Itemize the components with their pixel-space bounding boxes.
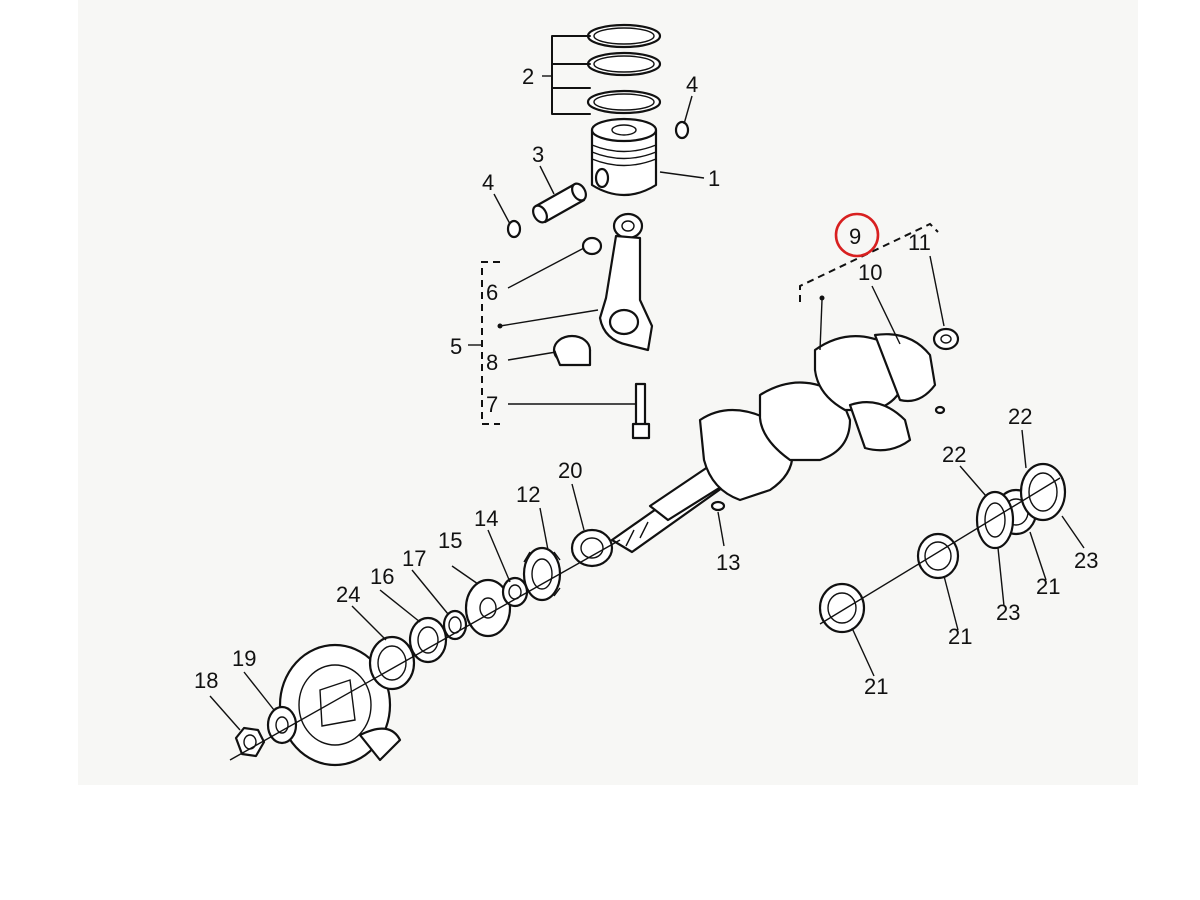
callout-5: 5: [450, 334, 462, 359]
thrust-washer-pair: [975, 462, 1067, 550]
callout-15: 15: [438, 528, 462, 553]
ring-bracket: [551, 35, 591, 115]
o-ring: [442, 609, 468, 641]
rod-assembly-bracket: [481, 261, 500, 425]
leader-lines: [209, 75, 1085, 731]
callout-7: 7: [486, 392, 498, 417]
callout-8: 8: [486, 350, 498, 375]
callout-10: 10: [858, 260, 882, 285]
callout-22b: 22: [942, 442, 966, 467]
callout-17: 17: [402, 546, 426, 571]
highlight-circle: [834, 212, 880, 258]
pulley: [278, 643, 402, 767]
callout-20: 20: [558, 458, 582, 483]
oil-seal: [408, 616, 448, 664]
thrust-washer: [464, 578, 512, 638]
connecting-rod: [581, 212, 654, 352]
callout-4a: 4: [686, 72, 698, 97]
collar: [501, 576, 529, 608]
callout-9: 9: [849, 224, 861, 249]
callout-19: 19: [232, 646, 256, 671]
callout-16: 16: [370, 564, 394, 589]
rod-bolt: [631, 382, 651, 440]
main-bearing-1: [818, 582, 866, 634]
callout-24: 24: [336, 582, 360, 607]
callout-23b: 23: [996, 600, 1020, 625]
callout-3: 3: [532, 142, 544, 167]
crankshaft: [610, 327, 960, 554]
callout-4b: 4: [482, 170, 494, 195]
callout-22a: 22: [1008, 404, 1032, 429]
callout-12: 12: [516, 482, 540, 507]
snap-rings: [506, 120, 690, 239]
callout-21b: 21: [948, 624, 972, 649]
main-bearing-2: [916, 532, 960, 580]
callout-21c: 21: [1036, 574, 1060, 599]
piston-rings: [586, 23, 662, 115]
callout-14: 14: [474, 506, 498, 531]
callout-18: 18: [194, 668, 218, 693]
callout-13: 13: [716, 550, 740, 575]
callout-11: 11: [908, 230, 931, 255]
spacer-ring: [368, 635, 416, 691]
rod-bearing: [552, 334, 592, 367]
callout-6: 6: [486, 280, 498, 305]
bearing-axis-line: [819, 477, 1061, 625]
callout-2: 2: [522, 64, 534, 89]
piston-pin: [532, 182, 587, 224]
crank-gear: [522, 546, 562, 602]
callout-23a: 23: [1074, 548, 1098, 573]
callout-1: 1: [708, 166, 720, 191]
front-axis-line: [229, 539, 621, 761]
front-bearing: [570, 528, 614, 568]
callout-21a: 21: [864, 674, 888, 699]
piston: [590, 117, 658, 196]
